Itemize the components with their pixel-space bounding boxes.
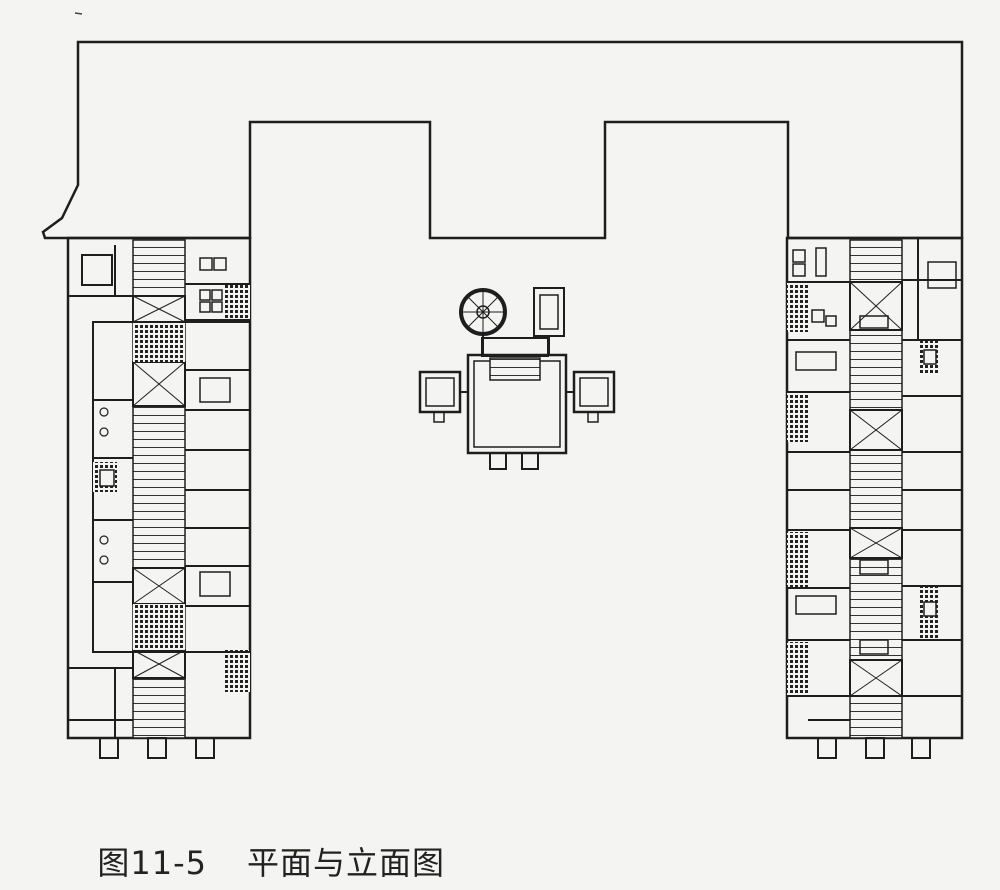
figure-title: 平面与立面图 bbox=[246, 844, 445, 882]
figure-number: 图11-5 bbox=[97, 844, 207, 882]
floor-plan-drawing bbox=[41, 12, 964, 759]
top-building-outline bbox=[41, 40, 964, 240]
figure-caption: 图11-5 平面与立面图 bbox=[75, 800, 445, 884]
central-pavilion bbox=[418, 287, 616, 470]
stray-mark bbox=[74, 12, 83, 15]
right-wing bbox=[785, 236, 964, 759]
left-wing bbox=[66, 236, 252, 759]
